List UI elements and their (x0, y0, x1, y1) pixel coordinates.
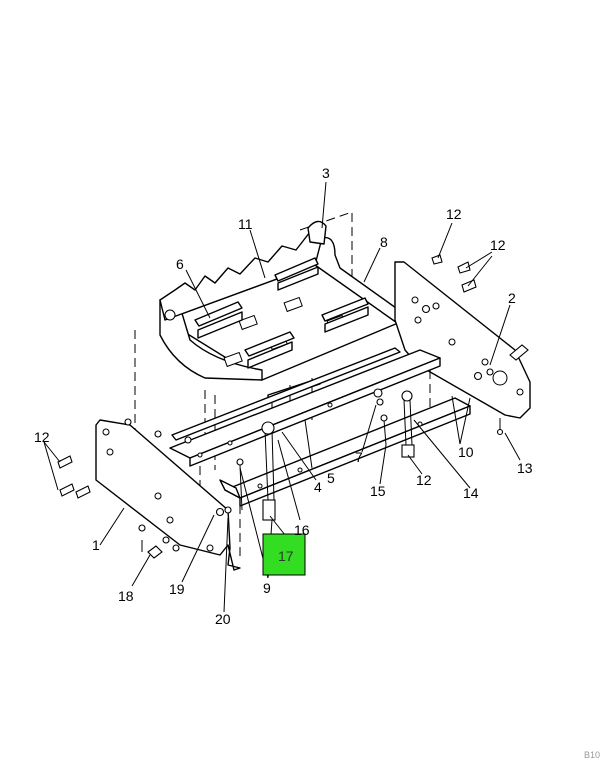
callout-20[interactable]: 19 (169, 581, 185, 597)
leader-lines (43, 181, 521, 613)
callout-9[interactable]: 9 (263, 580, 271, 596)
callout-12-right[interactable]: 12 (490, 237, 506, 253)
corner-mark: B10 (584, 750, 600, 760)
callout-15[interactable]: 13 (517, 460, 533, 476)
callout-17[interactable]: 15 (370, 483, 386, 499)
callout-10[interactable]: 10 (458, 444, 474, 460)
callout-5[interactable]: 5 (327, 470, 335, 486)
callout-13-highlight (262, 533, 306, 576)
callout-7[interactable]: 7 (355, 449, 363, 465)
callout-11[interactable]: 11 (238, 216, 253, 232)
callout-2[interactable]: 2 (508, 290, 516, 306)
callout-12-left[interactable]: 12 (34, 429, 50, 445)
callout-6[interactable]: 6 (176, 256, 184, 272)
left-side-plate (57, 418, 241, 571)
callout-16[interactable]: 14 (463, 485, 479, 501)
link-rods (236, 388, 415, 521)
right-side-plate (394, 254, 531, 436)
callout-1[interactable]: 1 (92, 537, 100, 553)
callout-14[interactable]: 12 (416, 472, 432, 488)
callout-21[interactable]: 20 (215, 611, 231, 627)
callout-12-top[interactable]: 12 (446, 206, 462, 222)
callout-3[interactable]: 3 (322, 165, 330, 181)
callout-18[interactable]: 16 (294, 522, 310, 538)
callout-13[interactable]: 17 (278, 548, 294, 564)
callout-labels: 3 11 6 8 12 12 2 12 5 7 10 13 12 15 14 4… (34, 165, 533, 627)
callout-19[interactable]: 18 (118, 588, 134, 604)
callout-8[interactable]: 8 (380, 234, 388, 250)
long-rails (169, 347, 471, 560)
callout-4[interactable]: 4 (314, 479, 322, 495)
